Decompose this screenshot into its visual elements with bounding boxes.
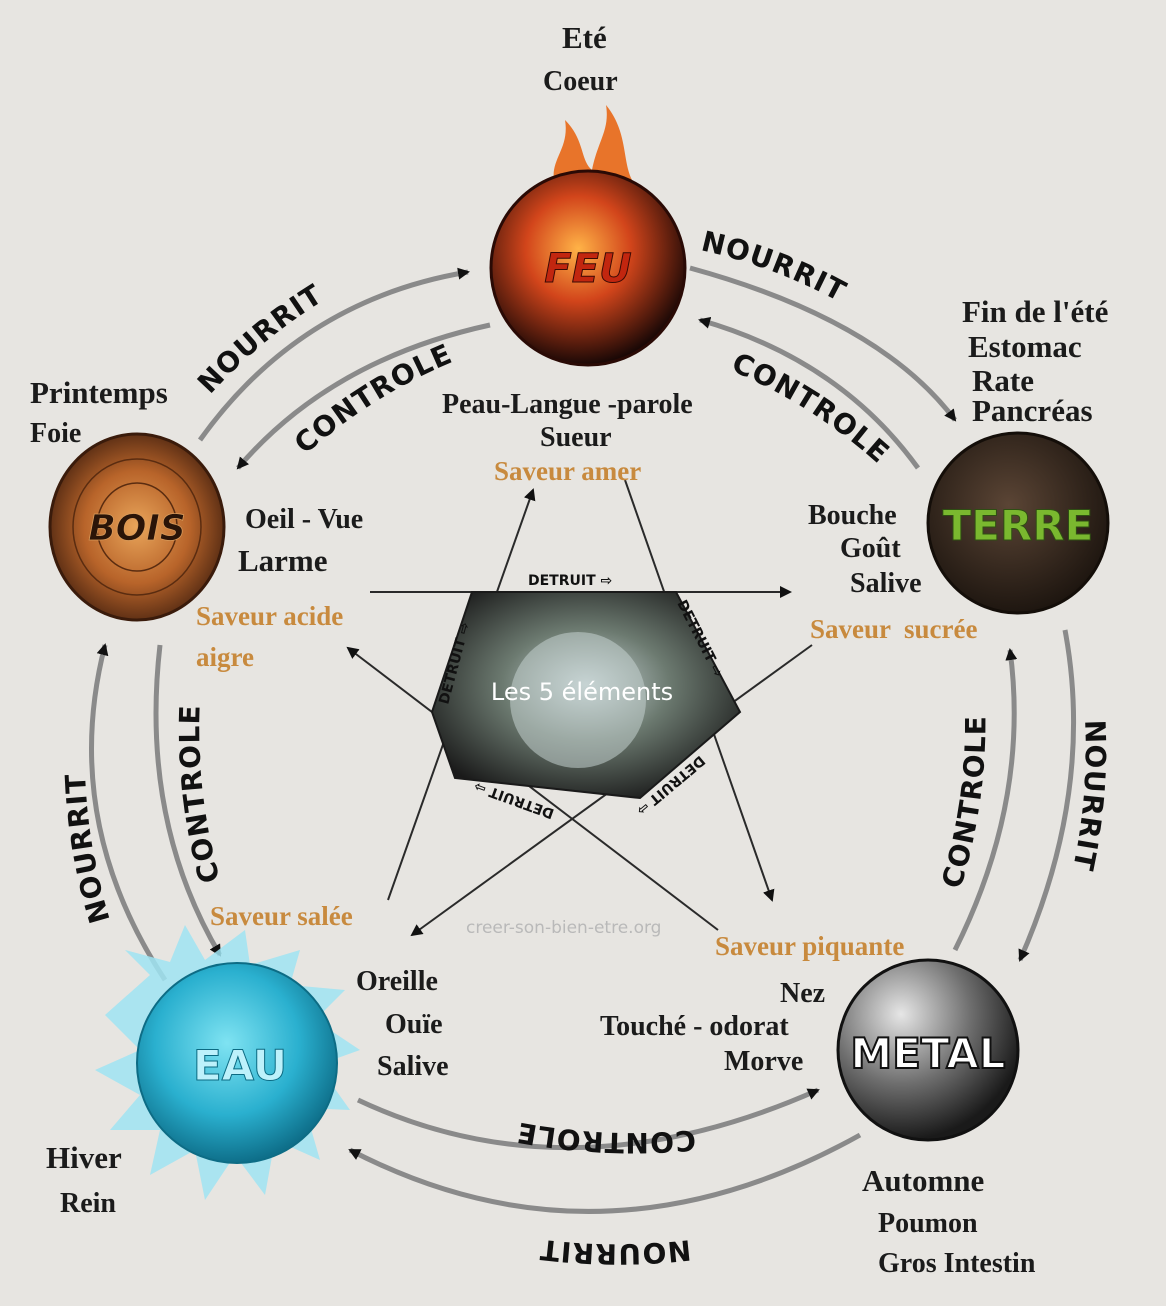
terre-season: Fin de l'été bbox=[962, 294, 1109, 329]
element-terre: TERRE bbox=[926, 431, 1110, 615]
svg-text:FEU: FEU bbox=[544, 246, 631, 292]
feu-sense-1: Peau-Langue -parole bbox=[442, 389, 693, 420]
label-controle-eau-metal: CONTROLE bbox=[514, 1115, 697, 1159]
terre-organ-3: Pancréas bbox=[972, 393, 1093, 428]
eau-sense-1: Oreille bbox=[356, 966, 438, 997]
generation-cycle bbox=[89, 265, 1077, 1214]
watermark: creer-son-bien-etre.org bbox=[466, 918, 662, 938]
metal-organ-1: Poumon bbox=[878, 1208, 978, 1239]
metal-organ-2: Gros Intestin bbox=[878, 1248, 1036, 1279]
eau-season: Hiver bbox=[46, 1140, 122, 1175]
label-controle-metal-terre: CONTROLE bbox=[935, 715, 992, 892]
label-nourrit-bois-feu: NOURRIT bbox=[191, 278, 329, 400]
element-metal: METAL bbox=[836, 958, 1020, 1142]
control-cycle bbox=[153, 316, 1018, 1151]
terre-organ-1: Estomac bbox=[968, 329, 1082, 364]
feu-sense-2: Sueur bbox=[540, 422, 612, 453]
terre-sense-2: Goût bbox=[840, 533, 901, 564]
eau-sense-3: Salive bbox=[377, 1051, 449, 1082]
feu-saveur: Saveur amer bbox=[494, 456, 642, 486]
metal-sense-3: Morve bbox=[724, 1046, 804, 1077]
element-bois: BOIS bbox=[48, 432, 226, 622]
feu-season: Eté bbox=[562, 20, 607, 55]
metal-sense-1: Nez bbox=[780, 978, 826, 1009]
eau-organ: Rein bbox=[60, 1188, 116, 1219]
terre-sense-1: Bouche bbox=[808, 500, 897, 531]
metal-sense-2: Touché - odorat bbox=[600, 1011, 789, 1042]
eau-saveur: Saveur salée bbox=[210, 901, 353, 931]
bois-saveur-1: Saveur acide bbox=[196, 601, 344, 631]
arc-terre-metal bbox=[1017, 629, 1077, 962]
terre-sense-3: Salive bbox=[850, 568, 922, 599]
arc-bois-eau bbox=[153, 644, 223, 957]
arc-metal-terre bbox=[952, 648, 1018, 952]
label-nourrit-eau-bois: NOURRIT bbox=[59, 772, 117, 927]
arc-eau-bois bbox=[89, 643, 168, 982]
flame-icon bbox=[553, 105, 632, 185]
bois-sense-2: Larme bbox=[238, 543, 328, 578]
label-controle-terre-feu: CONTROLE bbox=[727, 346, 896, 470]
label-nourrit-metal-eau: NOURRIT bbox=[538, 1233, 693, 1271]
svg-text:METAL: METAL bbox=[850, 1029, 1005, 1078]
bois-saveur-2: aigre bbox=[196, 642, 254, 672]
arc-bois-feu bbox=[197, 267, 470, 442]
terre-organ-2: Rate bbox=[972, 363, 1034, 398]
svg-text:EAU: EAU bbox=[193, 1041, 287, 1090]
feu-organ: Coeur bbox=[543, 66, 618, 97]
metal-saveur: Saveur piquante bbox=[715, 931, 905, 961]
arc-metal-eau bbox=[348, 1132, 862, 1214]
bois-sense-1: Oeil - Vue bbox=[245, 504, 364, 535]
svg-text:BOIS: BOIS bbox=[88, 508, 185, 549]
arc-eau-metal bbox=[356, 1087, 820, 1151]
arc-feu-terre bbox=[689, 265, 957, 422]
center-globe bbox=[510, 632, 646, 768]
bois-organ: Foie bbox=[30, 418, 82, 449]
eau-sense-2: Ouïe bbox=[385, 1009, 443, 1040]
line-metal-bois bbox=[346, 646, 719, 931]
bois-season: Printemps bbox=[30, 375, 168, 410]
arc-feu-bois bbox=[236, 322, 491, 470]
terre-saveur: Saveur sucrée bbox=[810, 614, 978, 644]
label-controle-bois-eau: CONTROLE bbox=[173, 704, 226, 887]
center-label: Les 5 éléments bbox=[491, 678, 673, 706]
element-feu: FEU bbox=[489, 105, 687, 367]
element-eau: EAU bbox=[95, 925, 360, 1200]
label-detruit-top: DETRUIT ⇨ bbox=[528, 573, 612, 589]
arc-terre-feu bbox=[698, 316, 921, 470]
metal-season: Automne bbox=[862, 1163, 985, 1198]
svg-text:TERRE: TERRE bbox=[943, 501, 1094, 550]
